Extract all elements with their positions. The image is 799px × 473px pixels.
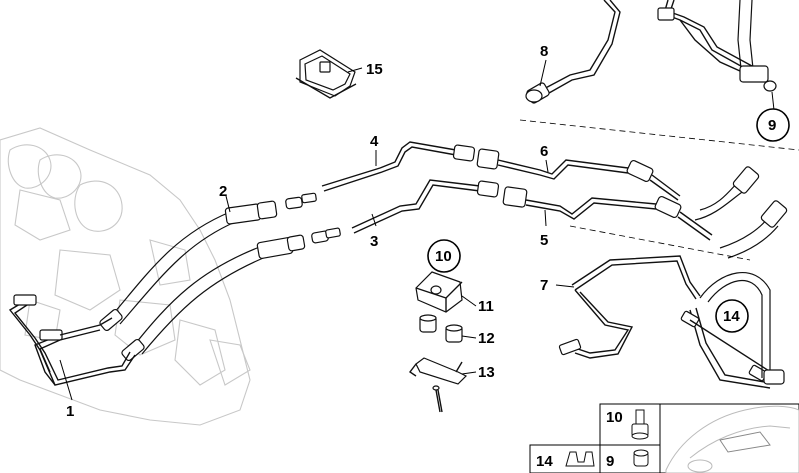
- callout-7: 7: [540, 277, 548, 294]
- pipe-1: [8, 294, 136, 386]
- pipe-4-6: [321, 141, 681, 201]
- callout-10-circle: [427, 239, 461, 273]
- parts-10-13: [408, 271, 468, 413]
- legend-label-10: 10: [606, 409, 623, 426]
- callout-15: 15: [366, 61, 383, 78]
- right-hose-ends: [694, 166, 788, 259]
- callout-14: 14: [723, 308, 740, 325]
- callout-11: 11: [478, 298, 494, 315]
- legend-label-14: 14: [536, 453, 553, 470]
- engine-block-ghost: [0, 127, 251, 426]
- callout-13: 13: [478, 364, 495, 381]
- clip-icon: [565, 451, 595, 467]
- pipe-7: [558, 255, 785, 389]
- leader-lines: [59, 59, 775, 401]
- callout-12: 12: [478, 330, 495, 347]
- callout-8: 8: [540, 43, 548, 60]
- upper-right-hoses: [657, 0, 777, 92]
- legend-label-9: 9: [606, 453, 614, 470]
- hose-assembly-2: [99, 192, 341, 362]
- callout-4: 4: [370, 133, 379, 150]
- callout-6: 6: [540, 143, 548, 160]
- callout-10: 10: [435, 248, 452, 265]
- bolt-icon: [631, 409, 649, 440]
- callout-9-circle: [756, 108, 790, 142]
- callout-9: 9: [768, 117, 776, 134]
- callout-2: 2: [219, 183, 227, 200]
- callout-5: 5: [540, 232, 548, 249]
- plug-icon: [633, 449, 649, 467]
- callout-1: 1: [66, 403, 74, 420]
- legend-table: 10 14 9: [529, 403, 799, 473]
- pipe-3-5: [351, 179, 713, 241]
- callout-3: 3: [370, 233, 378, 250]
- callout-14-circle: [715, 299, 749, 333]
- clip-15: [295, 49, 357, 99]
- car-silhouette-icon: [665, 405, 799, 473]
- pipe-8: [525, 0, 621, 104]
- separator-lines: [519, 119, 799, 261]
